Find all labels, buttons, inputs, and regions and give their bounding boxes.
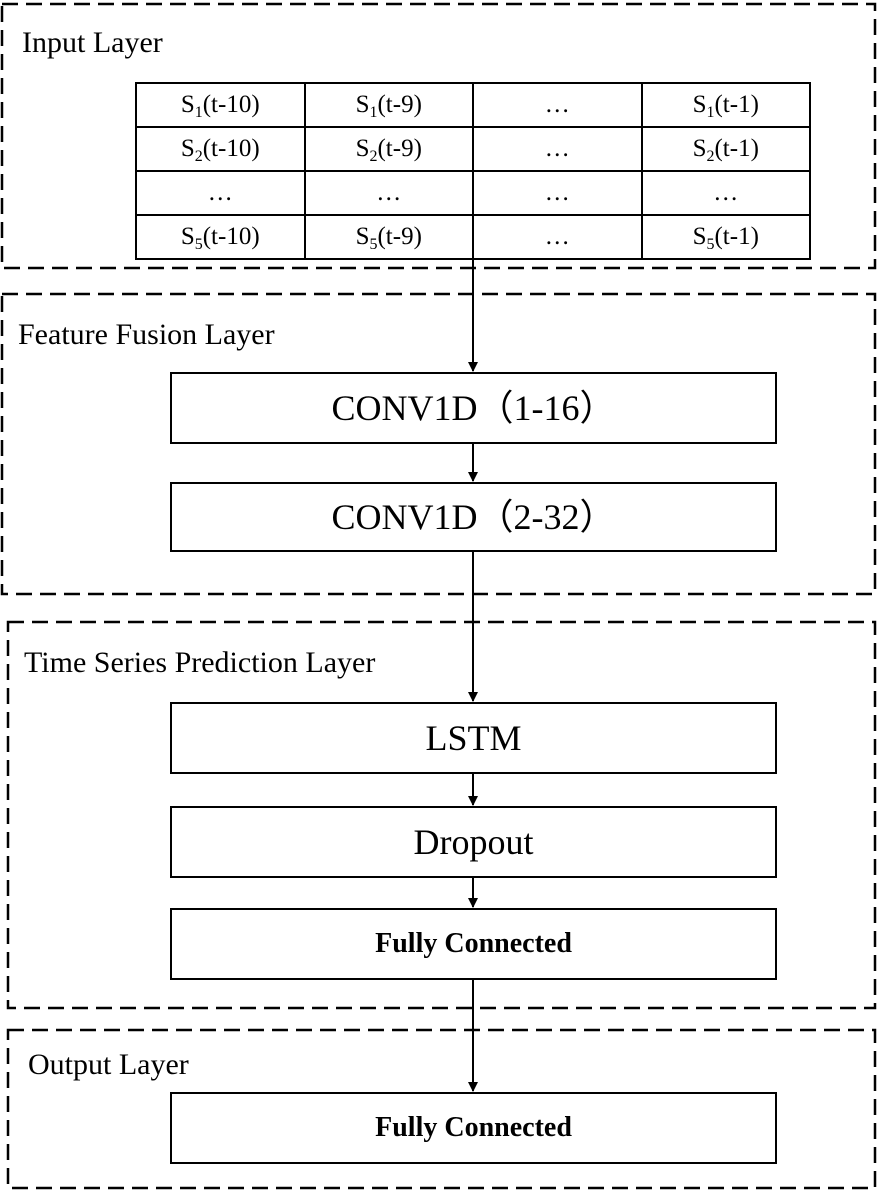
input-table-cell: … bbox=[472, 214, 643, 260]
cell-subscript: 2 bbox=[194, 148, 203, 165]
cell-symbol: S bbox=[692, 91, 707, 118]
cell-subscript: 1 bbox=[369, 104, 378, 121]
cell-time-index: (t-10) bbox=[202, 135, 260, 162]
cell-symbol: S bbox=[355, 135, 370, 162]
cell-symbol: … bbox=[544, 179, 570, 206]
lstm-block: LSTM bbox=[170, 702, 777, 774]
input-table-cell: … bbox=[472, 82, 643, 128]
cell-symbol: … bbox=[713, 179, 739, 206]
conv1d-1-label: CONV1D（1-16） bbox=[331, 388, 616, 428]
input-layer-title: Input Layer bbox=[22, 26, 163, 59]
cell-symbol: S bbox=[180, 91, 195, 118]
input-table-row: S1(t-10)S1(t-9)…S1(t-1) bbox=[135, 82, 811, 128]
cell-time-index: (t-9) bbox=[377, 91, 422, 118]
input-table-row: S2(t-10)S2(t-9)…S2(t-1) bbox=[135, 126, 811, 172]
fully-connected-hidden-block: Fully Connected bbox=[170, 908, 777, 980]
output-layer-title: Output Layer bbox=[28, 1048, 189, 1081]
cell-symbol: S bbox=[692, 223, 707, 250]
input-table-cell: … bbox=[640, 170, 811, 216]
input-table-cell: S2(t-1) bbox=[640, 126, 811, 172]
input-table-cell: S1(t-10) bbox=[135, 82, 306, 128]
time-series-layer-frame bbox=[6, 620, 877, 1010]
input-table: S1(t-10)S1(t-9)…S1(t-1)S2(t-10)S2(t-9)…S… bbox=[135, 82, 811, 260]
cell-subscript: 5 bbox=[706, 236, 715, 253]
conv1d-2-label: CONV1D（2-32） bbox=[331, 497, 616, 537]
cell-symbol: S bbox=[355, 91, 370, 118]
input-table-cell: S2(t-9) bbox=[303, 126, 474, 172]
fully-connected-output-block: Fully Connected bbox=[170, 1092, 777, 1164]
input-table-cell: S2(t-10) bbox=[135, 126, 306, 172]
cell-symbol: S bbox=[180, 223, 195, 250]
cell-symbol: … bbox=[544, 223, 570, 250]
cell-time-index: (t-1) bbox=[714, 91, 759, 118]
cell-symbol: S bbox=[180, 135, 195, 162]
lstm-label: LSTM bbox=[425, 718, 522, 758]
cell-subscript: 2 bbox=[706, 148, 715, 165]
input-table-cell: … bbox=[472, 126, 643, 172]
cell-time-index: (t-1) bbox=[714, 223, 759, 250]
conv1d-2-block: CONV1D（2-32） bbox=[170, 482, 777, 552]
cell-symbol: S bbox=[355, 223, 370, 250]
time-series-layer-title: Time Series Prediction Layer bbox=[24, 646, 376, 679]
cell-subscript: 5 bbox=[369, 236, 378, 253]
input-layer-frame bbox=[0, 2, 877, 270]
cell-symbol: … bbox=[544, 91, 570, 118]
cell-time-index: (t-9) bbox=[377, 135, 422, 162]
cell-symbol: S bbox=[692, 135, 707, 162]
cell-time-index: (t-9) bbox=[377, 223, 422, 250]
input-table-cell: S5(t-10) bbox=[135, 214, 306, 260]
fully-connected-output-label: Fully Connected bbox=[375, 1112, 572, 1143]
dropout-block: Dropout bbox=[170, 806, 777, 878]
input-table-cell: S1(t-9) bbox=[303, 82, 474, 128]
cell-subscript: 1 bbox=[194, 104, 203, 121]
feature-fusion-layer-frame bbox=[0, 292, 877, 596]
dropout-label: Dropout bbox=[413, 822, 534, 862]
input-table-cell: … bbox=[472, 170, 643, 216]
input-table-row: S5(t-10)S5(t-9)…S5(t-1) bbox=[135, 214, 811, 260]
input-table-cell: S5(t-9) bbox=[303, 214, 474, 260]
input-table-cell: S5(t-1) bbox=[640, 214, 811, 260]
output-layer-frame bbox=[6, 1028, 877, 1190]
cell-symbol: … bbox=[544, 135, 570, 162]
fully-connected-hidden-label: Fully Connected bbox=[375, 928, 572, 959]
cell-time-index: (t-1) bbox=[714, 135, 759, 162]
cell-time-index: (t-10) bbox=[202, 223, 260, 250]
input-table-row: … … … … bbox=[135, 170, 811, 216]
cell-subscript: 5 bbox=[194, 236, 203, 253]
input-table-cell: … bbox=[303, 170, 474, 216]
input-table-cell: S1(t-1) bbox=[640, 82, 811, 128]
conv1d-1-block: CONV1D（1-16） bbox=[170, 372, 777, 444]
cell-symbol: … bbox=[376, 179, 402, 206]
input-table-cell: … bbox=[135, 170, 306, 216]
cell-symbol: … bbox=[207, 179, 233, 206]
cell-time-index: (t-10) bbox=[202, 91, 260, 118]
cell-subscript: 1 bbox=[706, 104, 715, 121]
feature-fusion-layer-title: Feature Fusion Layer bbox=[18, 318, 275, 351]
cell-subscript: 2 bbox=[369, 148, 378, 165]
